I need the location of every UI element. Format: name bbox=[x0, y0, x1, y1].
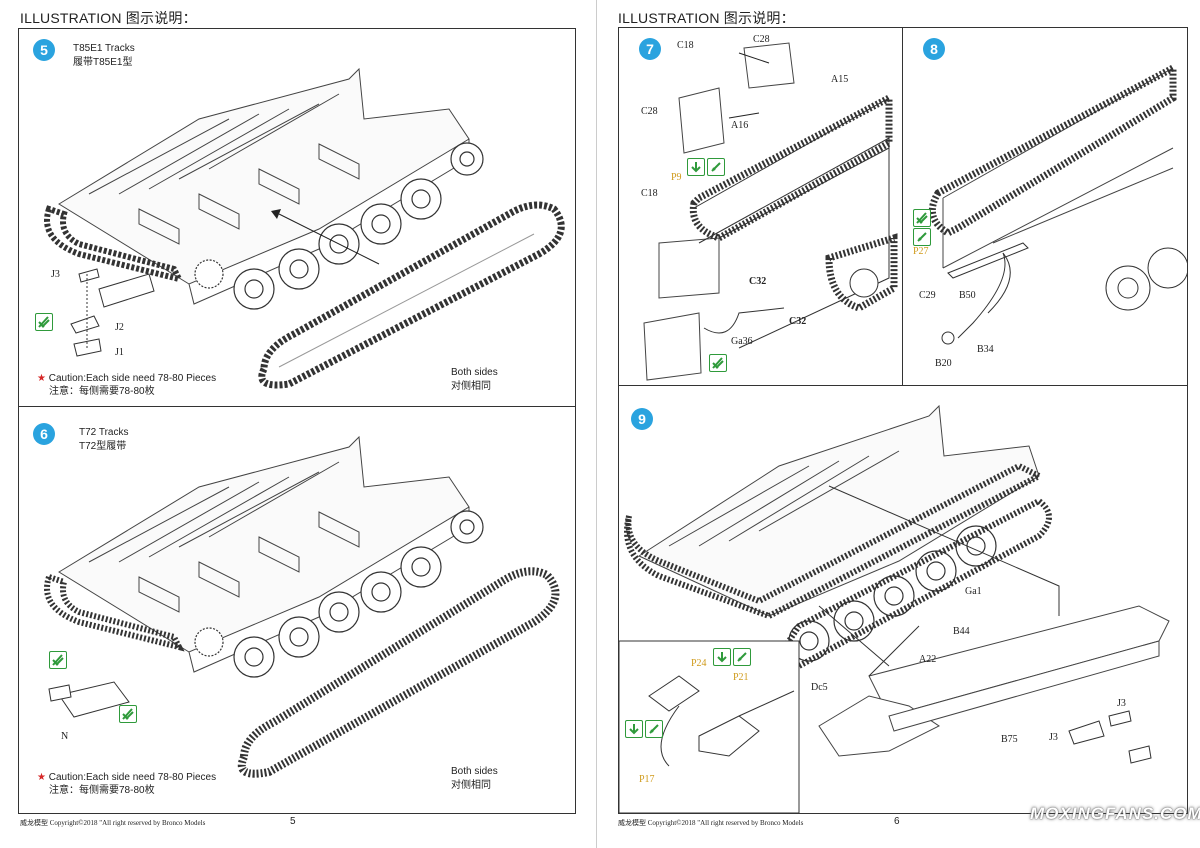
part-label: J3 bbox=[1117, 698, 1126, 709]
left-page: ILLUSTRATION 图示说明： 5 T85E1 Tracks 履带T85E… bbox=[0, 0, 590, 848]
glue-tube-icon bbox=[645, 720, 663, 738]
hull-track-drawing bbox=[44, 67, 565, 389]
step-number-badge: 8 bbox=[923, 38, 945, 60]
part-label: J1 bbox=[115, 347, 124, 358]
both-sides-en: Both sides bbox=[451, 766, 498, 777]
watermark: MOXINGFANS.COM bbox=[1030, 804, 1200, 823]
page-number: 6 bbox=[894, 816, 900, 827]
caution-star-icon: ★ bbox=[37, 373, 46, 384]
part-label: Ga1 bbox=[965, 586, 982, 597]
step-8-panel: 8 P27 C29 B50 B34 B20 bbox=[902, 27, 1188, 387]
part-label: B44 bbox=[953, 626, 970, 637]
step-title-en: T85E1 Tracks bbox=[73, 43, 135, 54]
cement-icon bbox=[119, 705, 137, 723]
step-title-cn: 履带T85E1型 bbox=[73, 57, 133, 68]
part-label: Dc5 bbox=[811, 682, 828, 693]
step-number-badge: 6 bbox=[33, 423, 55, 445]
glue-tube-icon bbox=[913, 228, 931, 246]
part-label: B50 bbox=[959, 290, 976, 301]
step-5-panel: 5 T85E1 Tracks 履带T85E1型 bbox=[18, 28, 576, 408]
part-label: C18 bbox=[641, 188, 658, 199]
part-label: C28 bbox=[641, 106, 658, 117]
caution-note: ★ Caution:Each side need 78-80 Pieces 注意… bbox=[37, 372, 216, 398]
step-6-panel: 6 T72 Tracks T72型履带 bbox=[18, 406, 576, 814]
glue-tube-icon bbox=[707, 158, 725, 176]
hull-track-drawing bbox=[44, 435, 560, 778]
part-label: C29 bbox=[919, 290, 936, 301]
page-gutter bbox=[596, 0, 597, 848]
both-sides-en: Both sides bbox=[451, 367, 498, 378]
caution-cn: 注意：每侧需要78-80枚 bbox=[49, 386, 155, 397]
step-7-drawing bbox=[643, 42, 898, 381]
part-label: P9 bbox=[671, 172, 682, 183]
part-label: B75 bbox=[1001, 734, 1018, 745]
page-number: 5 bbox=[290, 816, 296, 827]
caution-star-icon: ★ bbox=[37, 772, 46, 783]
glue-drop-icon bbox=[687, 158, 705, 176]
page-header: ILLUSTRATION 图示说明： bbox=[20, 10, 197, 26]
part-label: N bbox=[61, 731, 69, 742]
part-label: B34 bbox=[977, 344, 994, 355]
part-label: P24 bbox=[691, 658, 707, 669]
caution-en: Caution:Each side need 78-80 Pieces bbox=[48, 772, 217, 783]
step-9-drawing bbox=[619, 404, 1170, 813]
step-number-badge: 7 bbox=[639, 38, 661, 60]
part-label: C28 bbox=[753, 34, 770, 45]
part-label: Ga36 bbox=[731, 336, 753, 347]
glue-drop-icon bbox=[713, 648, 731, 666]
step-number-badge: 9 bbox=[631, 408, 653, 430]
part-label: C32 bbox=[789, 316, 807, 327]
part-label: J3 bbox=[51, 269, 60, 280]
step-title-cn: T72型履带 bbox=[79, 441, 127, 452]
cement-icon bbox=[709, 354, 727, 372]
caution-note: ★ Caution:Each side need 78-80 Pieces 注意… bbox=[37, 771, 216, 797]
part-label: C18 bbox=[677, 40, 694, 51]
step-9-panel: 9 bbox=[618, 385, 1188, 814]
both-sides-cn: 对侧相同 bbox=[451, 780, 491, 791]
both-sides-cn: 对侧相同 bbox=[451, 381, 491, 392]
part-label: B20 bbox=[935, 358, 952, 369]
part-label: P27 bbox=[913, 246, 929, 257]
part-label: A15 bbox=[831, 74, 849, 85]
step-7-panel: 7 C18 C28 A15 C28 A16 P9 bbox=[618, 27, 908, 387]
glue-tube-icon bbox=[733, 648, 751, 666]
cement-icon bbox=[49, 651, 67, 669]
part-label: J3 bbox=[1049, 732, 1058, 743]
caution-en: Caution:Each side need 78-80 Pieces bbox=[48, 373, 217, 384]
part-label: P21 bbox=[733, 672, 749, 683]
caution-cn: 注意：每侧需要78-80枚 bbox=[49, 785, 155, 796]
cement-icon bbox=[35, 313, 53, 331]
part-label: J2 bbox=[115, 322, 124, 333]
step-number-badge: 5 bbox=[33, 39, 55, 61]
cement-icon bbox=[913, 209, 931, 227]
page-header: ILLUSTRATION 图示说明： bbox=[618, 10, 795, 26]
glue-drop-icon bbox=[625, 720, 643, 738]
part-label: C32 bbox=[749, 276, 767, 287]
part-label: A22 bbox=[919, 654, 937, 665]
page-footer: 威龙模型 Copyright©2018 "All right reserved … bbox=[618, 819, 804, 827]
part-label: A16 bbox=[731, 120, 749, 131]
page-footer: 威龙模型 Copyright©2018 "All right reserved … bbox=[20, 819, 206, 827]
step-8-drawing bbox=[928, 62, 1187, 345]
right-page: ILLUSTRATION 图示说明： 7 C18 C28 bbox=[606, 0, 1200, 848]
part-label: P17 bbox=[639, 774, 655, 785]
step-title-en: T72 Tracks bbox=[79, 427, 129, 438]
